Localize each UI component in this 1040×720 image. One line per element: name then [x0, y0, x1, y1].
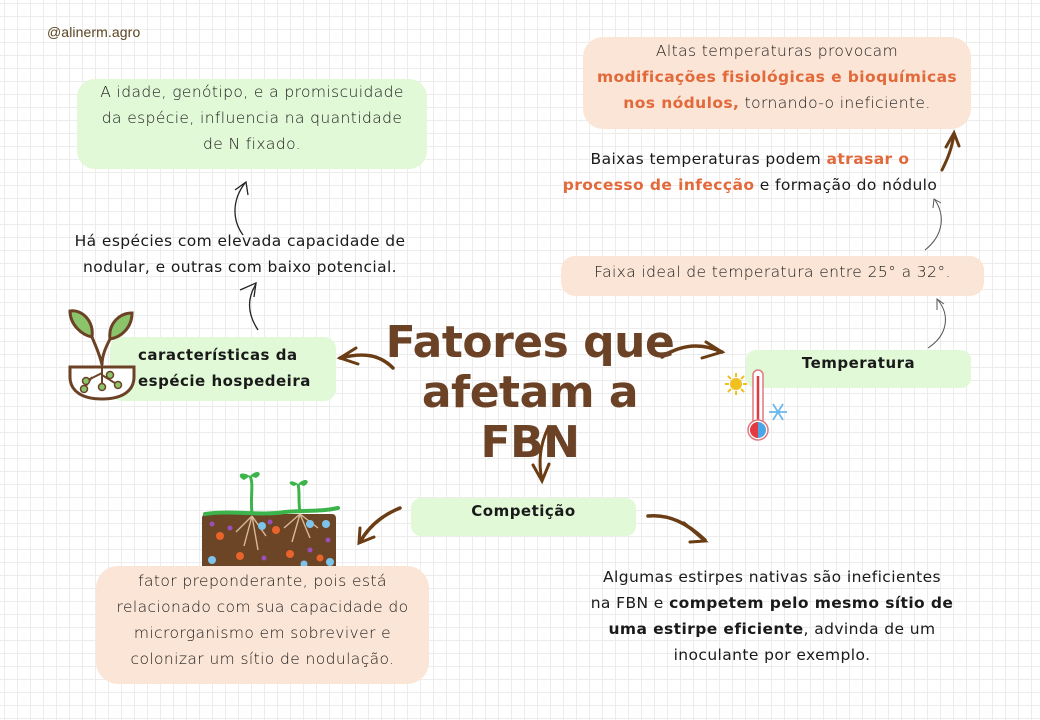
- arrow-competition-to-right: [646, 514, 707, 542]
- title-line1: Fatores que: [385, 317, 675, 368]
- central-title: Fatores que afetam a FBN: [380, 318, 680, 468]
- host-label-line1: características da: [138, 346, 298, 364]
- host-note-line2: nodular, e outras com baixo potencial.: [82, 258, 398, 276]
- plant-roots-nodules-icon: [68, 309, 136, 401]
- host-detail-line1: A idade, genótipo, e a promiscuidade: [100, 83, 404, 101]
- competition-node[interactable]: Competição: [411, 498, 636, 536]
- thermometer-sun-snowflake-icon: [725, 369, 787, 441]
- host-species-node[interactable]: características da espécie hospedeira: [110, 337, 336, 401]
- temperature-node[interactable]: Temperatura: [746, 350, 971, 388]
- high-line3: nos nódulos, tornando-o ineficiente.: [623, 94, 931, 112]
- arrow-temp-to-ideal: [927, 299, 946, 349]
- host-detail-line3: de N fixado.: [202, 135, 302, 153]
- high-line1: Altas temperaturas provocam: [655, 42, 899, 60]
- host-detail-line2: da espécie, influencia na quantidade: [101, 109, 403, 127]
- arrow-host-to-note: [248, 283, 259, 331]
- host-label-line2: espécie hospedeira: [138, 372, 311, 390]
- ideal-temperature-box: Faixa ideal de temperatura entre 25° a 3…: [561, 256, 984, 296]
- host-species-note: Há espécies com elevada capacidade de no…: [50, 228, 430, 280]
- arrow-competition-to-left: [358, 506, 402, 544]
- soil-with-seedlings-icon: [202, 472, 340, 570]
- host-note-line1: Há espécies com elevada capacidade de: [74, 232, 406, 250]
- host-species-detail-box: A idade, genótipo, e a promiscuidade da …: [77, 79, 427, 169]
- high-temperature-box: Altas temperaturas provocam modificações…: [583, 37, 971, 129]
- competition-right-note: Algumas estirpes nativas são ineficiente…: [590, 568, 954, 664]
- title-line2: afetam a FBN: [421, 367, 639, 468]
- high-line2: modificações fisiológicas e bioquímicas: [596, 68, 958, 86]
- author-handle: @alinerm.agro: [47, 24, 141, 40]
- competition-left-box: fator preponderante, pois está relaciona…: [96, 566, 429, 684]
- arrow-ideal-to-low: [924, 199, 942, 251]
- low-temperature-note: Baixas temperaturas podem atrasar o proc…: [562, 150, 938, 194]
